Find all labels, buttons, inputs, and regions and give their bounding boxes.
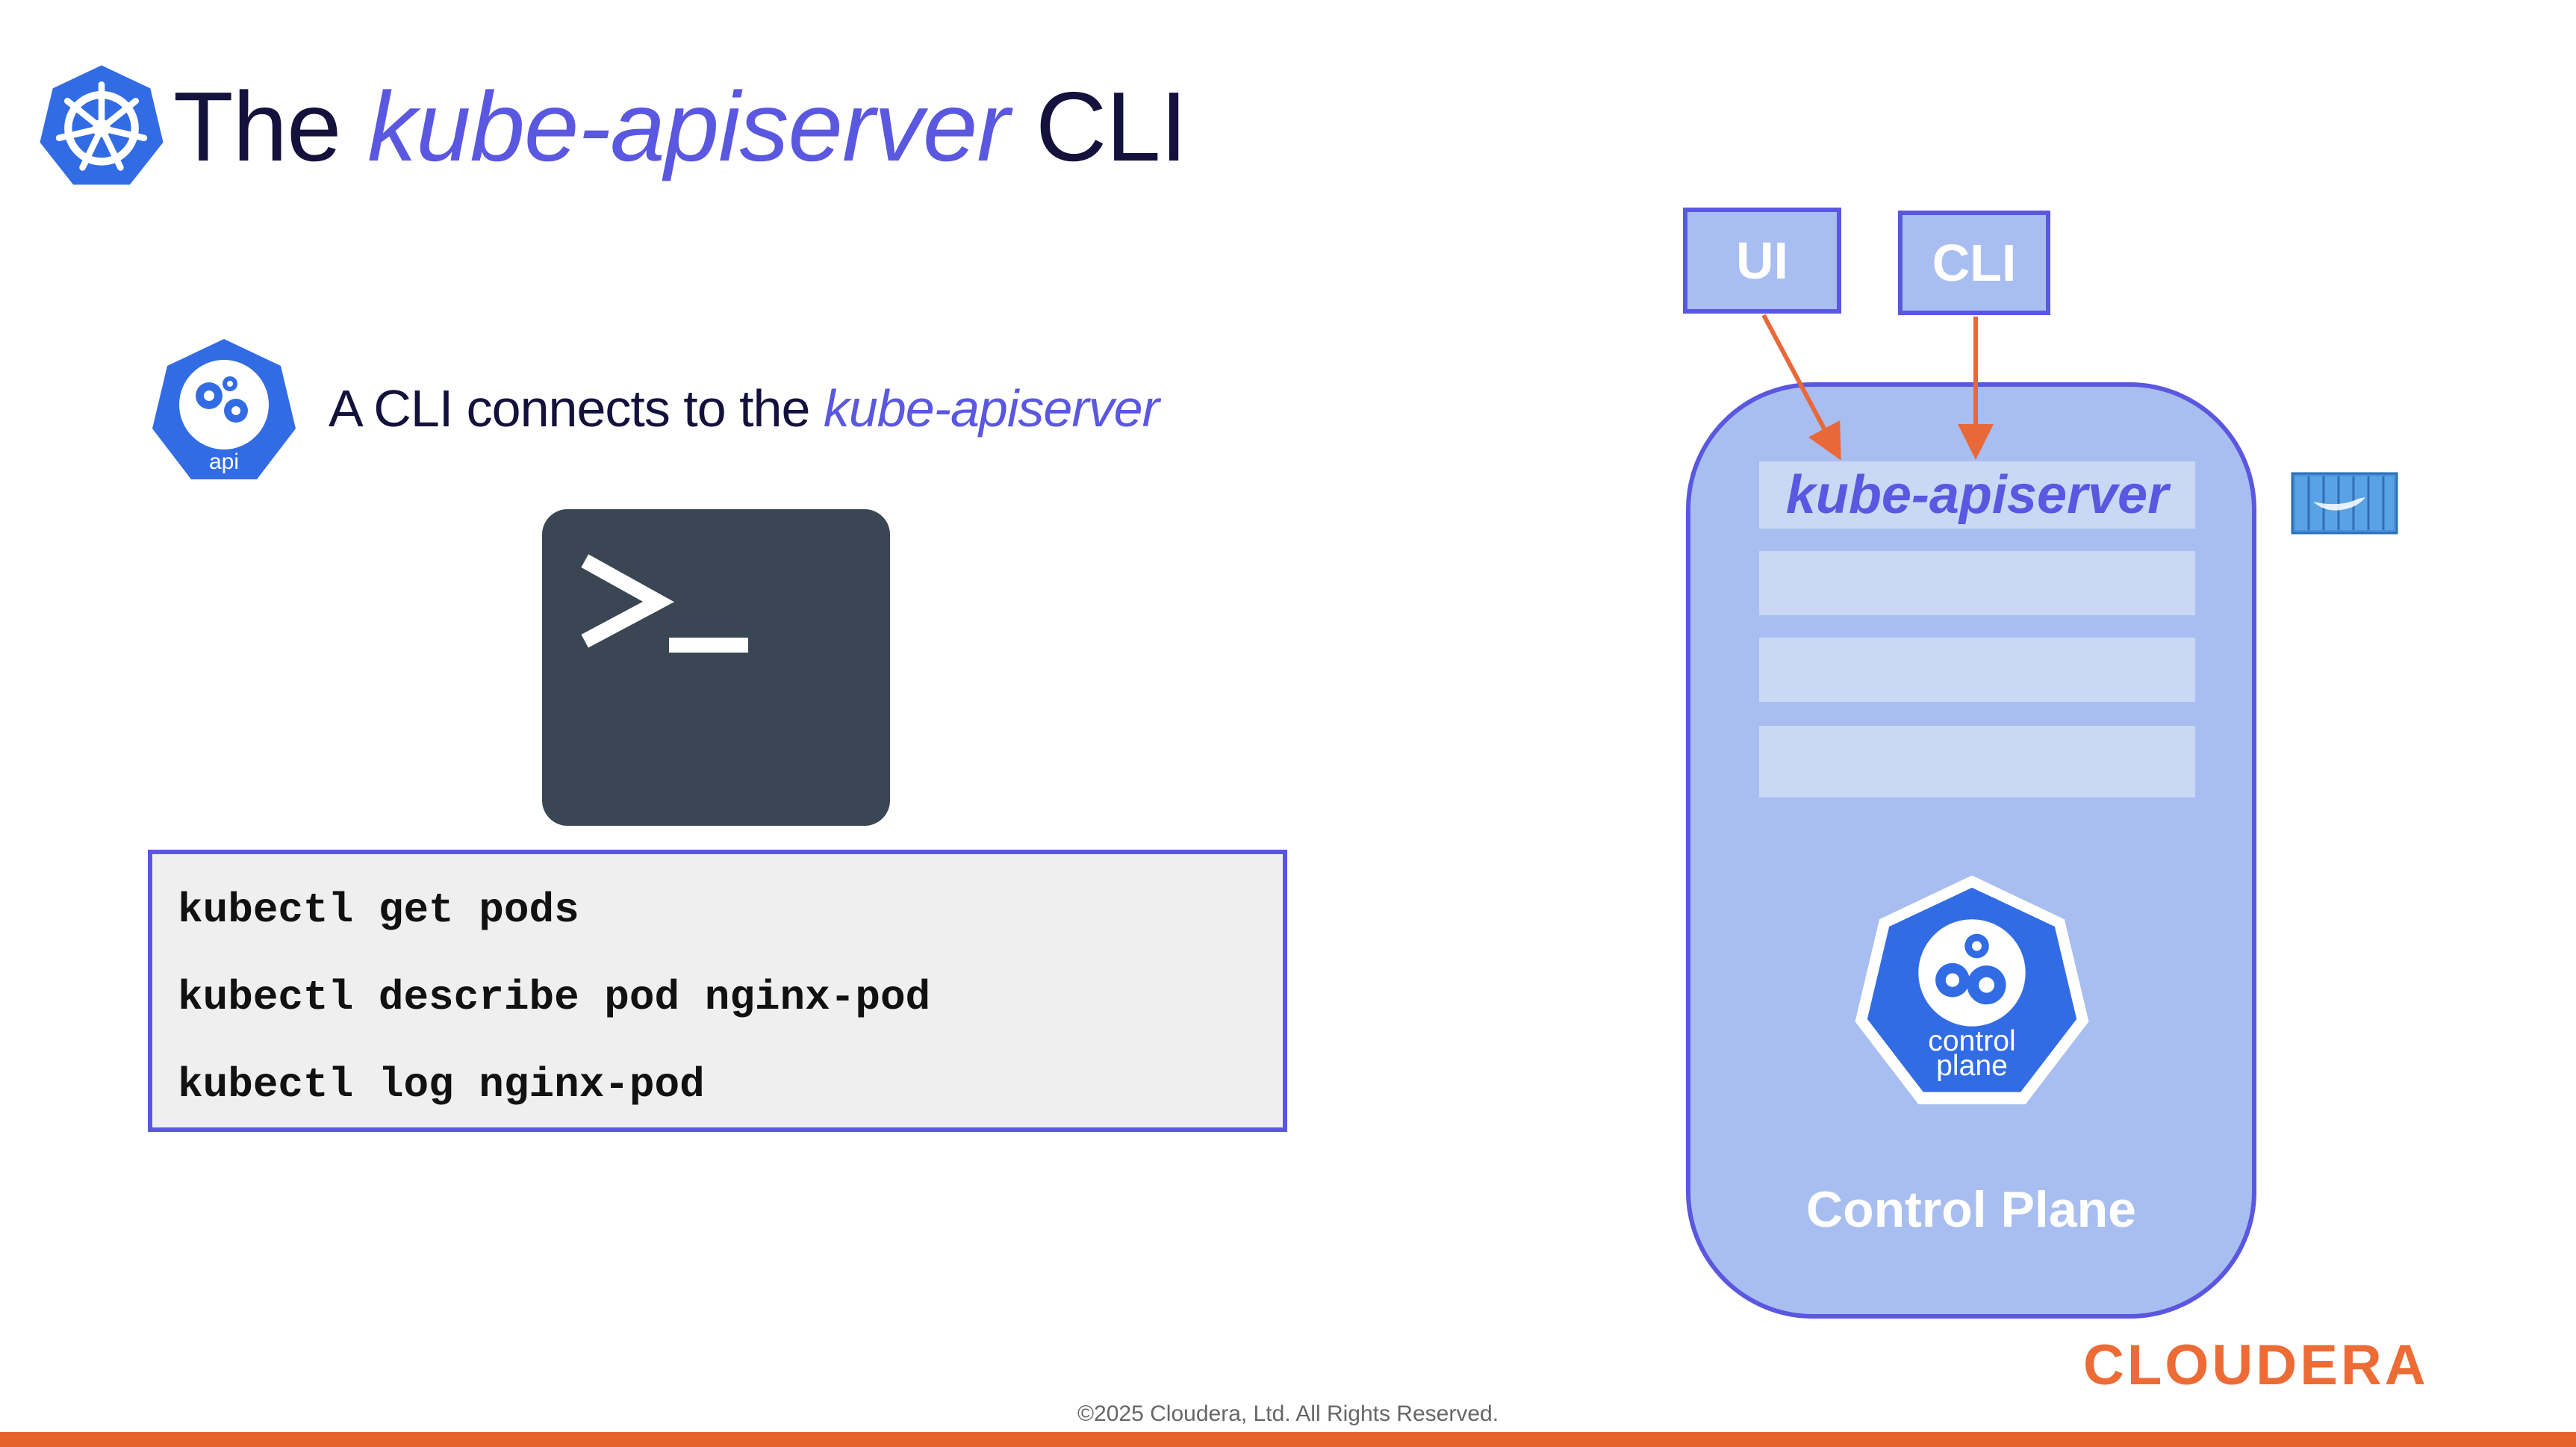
subtitle-highlight: kube-apiserver: [823, 379, 1160, 438]
terminal-icon: [542, 509, 890, 826]
subtitle-prefix: A CLI connects to the: [329, 379, 810, 438]
control-plane-logo-label-2: plane: [1936, 1050, 2008, 1082]
footer-bar: [0, 1432, 2576, 1447]
copyright-text: ©2025 Cloudera, Ltd. All Rights Reserved…: [1077, 1401, 1499, 1426]
code-block: kubectl get pods kubectl describe pod ng…: [148, 850, 1287, 1132]
control-plane-logo-label-1: control: [1928, 1025, 2015, 1057]
docker-container-icon: [2291, 472, 2398, 535]
control-plane-component-row: [1759, 638, 2195, 702]
ui-client-box: UI: [1683, 208, 1841, 314]
cloudera-logo: CLOUDERA: [2083, 1334, 2429, 1397]
subtitle: A CLI connects to the kube-apiserver: [329, 375, 1160, 442]
code-line: kubectl describe pod nginx-pod: [178, 974, 931, 1021]
page-title: The kube-apiserver CLI: [173, 71, 1187, 183]
title-suffix: CLI: [1035, 72, 1187, 181]
control-plane-component-row: [1759, 726, 2195, 797]
control-plane-container: [1686, 382, 2256, 1319]
api-logo-label: api: [209, 449, 239, 474]
control-plane-component-row: [1759, 551, 2195, 615]
kubernetes-control-plane-icon: control plane: [1855, 875, 2089, 1104]
kube-apiserver-label: kube-apiserver: [1785, 465, 2169, 525]
kubernetes-logo-icon: [40, 65, 164, 185]
title-highlight: kube-apiserver: [367, 72, 1009, 181]
code-line: kubectl log nginx-pod: [178, 1061, 705, 1109]
kube-apiserver-row: kube-apiserver: [1759, 461, 2195, 529]
control-plane-label: Control Plane: [1805, 1181, 2137, 1238]
title-prefix: The: [173, 72, 341, 181]
code-line: kubectl get pods: [178, 886, 579, 934]
cli-client-box: CLI: [1898, 211, 2050, 315]
kubernetes-api-icon: api: [152, 339, 296, 479]
